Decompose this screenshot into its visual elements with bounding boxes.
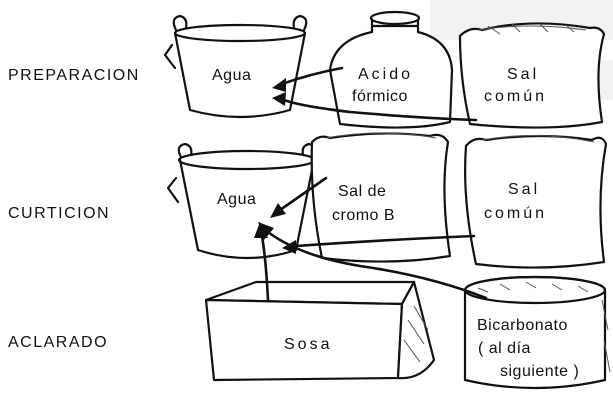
stage-label-curticion: CURTICION: [8, 205, 110, 222]
jar-label-line1: Acido: [358, 66, 413, 83]
arrow-icon: [272, 92, 478, 122]
sack-icon: [458, 22, 606, 129]
sack1-label-line2: común: [484, 88, 547, 105]
box-label: Sosa: [284, 336, 332, 353]
jar-label-line2: fórmico: [352, 88, 408, 105]
bucket-top-label: Agua: [212, 67, 251, 84]
tub-label-line3: siguiente ): [500, 363, 579, 380]
tub-label-line1: Bicarbonato: [477, 317, 568, 334]
sack2-label-line2: cromo B: [332, 207, 395, 224]
arrow-icon: [272, 66, 344, 92]
stage-label-preparacion: PREPARACION: [8, 67, 140, 84]
sack3-label-line2: común: [484, 205, 547, 222]
bucket-mid-label: Agua: [217, 191, 256, 208]
sack1-label-line1: Sal: [507, 66, 539, 83]
arrow-icon: [270, 176, 328, 218]
bucket-icon: [163, 14, 308, 119]
arrow-icon: [258, 222, 488, 300]
arrow-icon: [282, 234, 476, 254]
sack2-label-line1: Sal de: [338, 183, 386, 200]
jar-icon: [328, 10, 454, 129]
tub-label-line2: ( al día: [478, 340, 531, 357]
sack-icon: [464, 134, 608, 269]
sack3-label-line1: Sal: [508, 181, 540, 198]
box-icon: [204, 280, 436, 382]
stage-label-aclarado: ACLARADO: [8, 334, 108, 351]
